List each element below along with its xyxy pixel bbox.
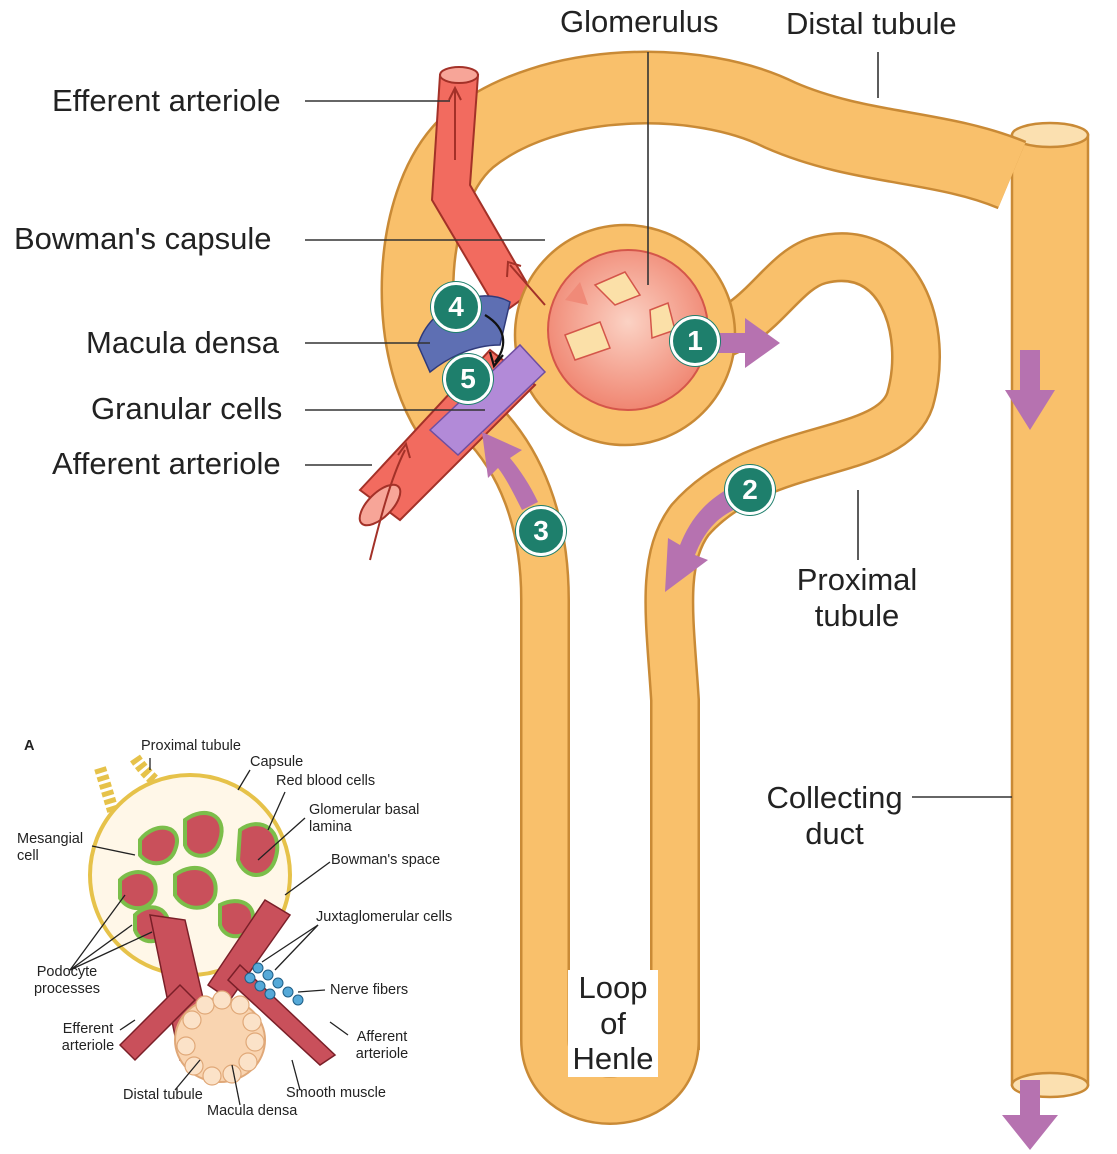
inset-label-afferent-arteriole: Afferent arteriole xyxy=(342,1029,422,1062)
label-granular-cells: Granular cells xyxy=(91,391,282,427)
label-efferent-arteriole: Efferent arteriole xyxy=(52,83,281,119)
label-afferent-arteriole: Afferent arteriole xyxy=(52,446,281,482)
inset-label-distal-tubule: Distal tubule xyxy=(123,1087,203,1103)
step-badge-1: 1 xyxy=(670,316,720,366)
label-macula-densa: Macula densa xyxy=(86,325,279,361)
inset-label-glomerular-basal-lamina: Glomerular basal lamina xyxy=(309,802,439,835)
step-badge-4: 4 xyxy=(431,282,481,332)
inset-label-capsule: Capsule xyxy=(250,754,303,770)
step-badge-2: 2 xyxy=(725,465,775,515)
inset-label-mesangial-cell: Mesangial cell xyxy=(17,831,97,864)
inset-label-red-blood-cells: Red blood cells xyxy=(276,773,375,789)
inset-label-proximal-tubule: Proximal tubule xyxy=(141,738,241,754)
inset-label-efferent-arteriole: Efferent arteriole xyxy=(48,1021,128,1054)
inset-panel-letter: A xyxy=(24,738,34,754)
inset-label-smooth-muscle: Smooth muscle xyxy=(286,1085,386,1101)
collecting-duct xyxy=(1012,123,1088,1097)
step-badge-5: 5 xyxy=(443,354,493,404)
inset-label-podocyte-processes: Podocyte processes xyxy=(22,964,112,997)
label-distal-tubule: Distal tubule xyxy=(786,6,957,42)
inset-label-bowmans-space: Bowman's space xyxy=(331,852,440,868)
inset-label-macula-densa: Macula densa xyxy=(207,1103,297,1119)
label-collecting-duct: Collecting duct xyxy=(752,780,917,851)
inset-label-juxtaglomerular-cells: Juxtaglomerular cells xyxy=(316,909,452,925)
inset-label-nerve-fibers: Nerve fibers xyxy=(330,982,408,998)
label-loop-of-henle: Loop of Henle xyxy=(568,970,658,1077)
step-badge-3: 3 xyxy=(516,506,566,556)
label-glomerulus: Glomerulus xyxy=(560,4,719,40)
label-proximal-tubule: Proximal tubule xyxy=(782,562,932,633)
label-bowmans-capsule: Bowman's capsule xyxy=(14,221,272,257)
